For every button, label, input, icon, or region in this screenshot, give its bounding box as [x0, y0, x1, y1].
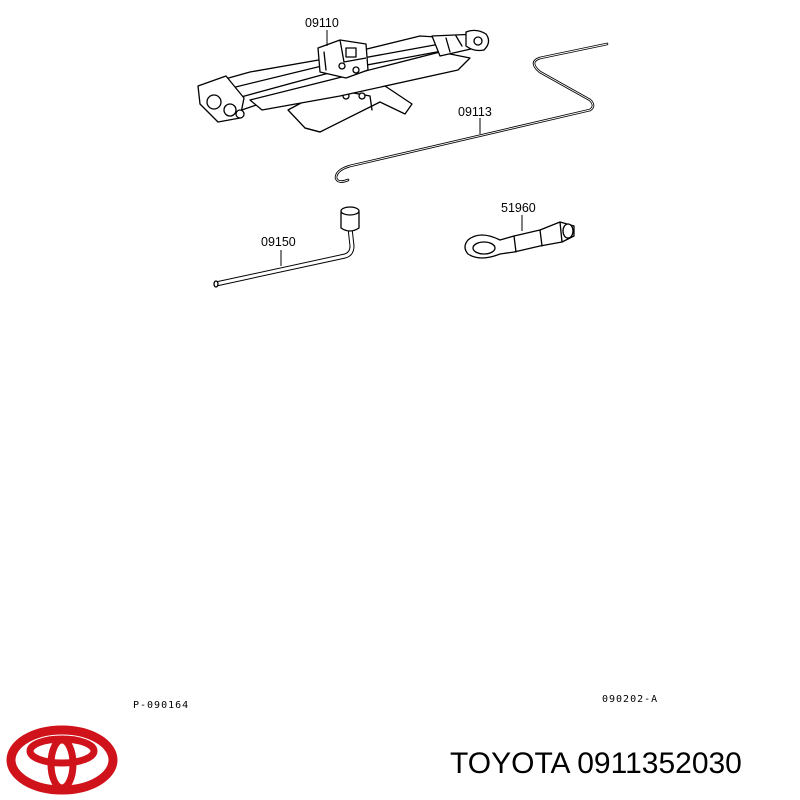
jack-part-number: 09110 [305, 16, 339, 30]
toyota-logo-icon [6, 725, 118, 795]
towing-eye-part-number: 51960 [501, 201, 536, 215]
brand-part-number: TOYOTA 0911352030 [450, 747, 742, 780]
scissor-jack-drawing [197, 29, 490, 133]
jack-handle-part-number: 09113 [458, 105, 492, 119]
left-illustration-code: P-090164 [133, 700, 189, 711]
wheel-wrench-part-number: 09150 [261, 235, 296, 249]
right-illustration-code: 090202-A [602, 694, 658, 705]
towing-eye-drawing [464, 221, 575, 259]
wheel-wrench-drawing [213, 206, 360, 288]
